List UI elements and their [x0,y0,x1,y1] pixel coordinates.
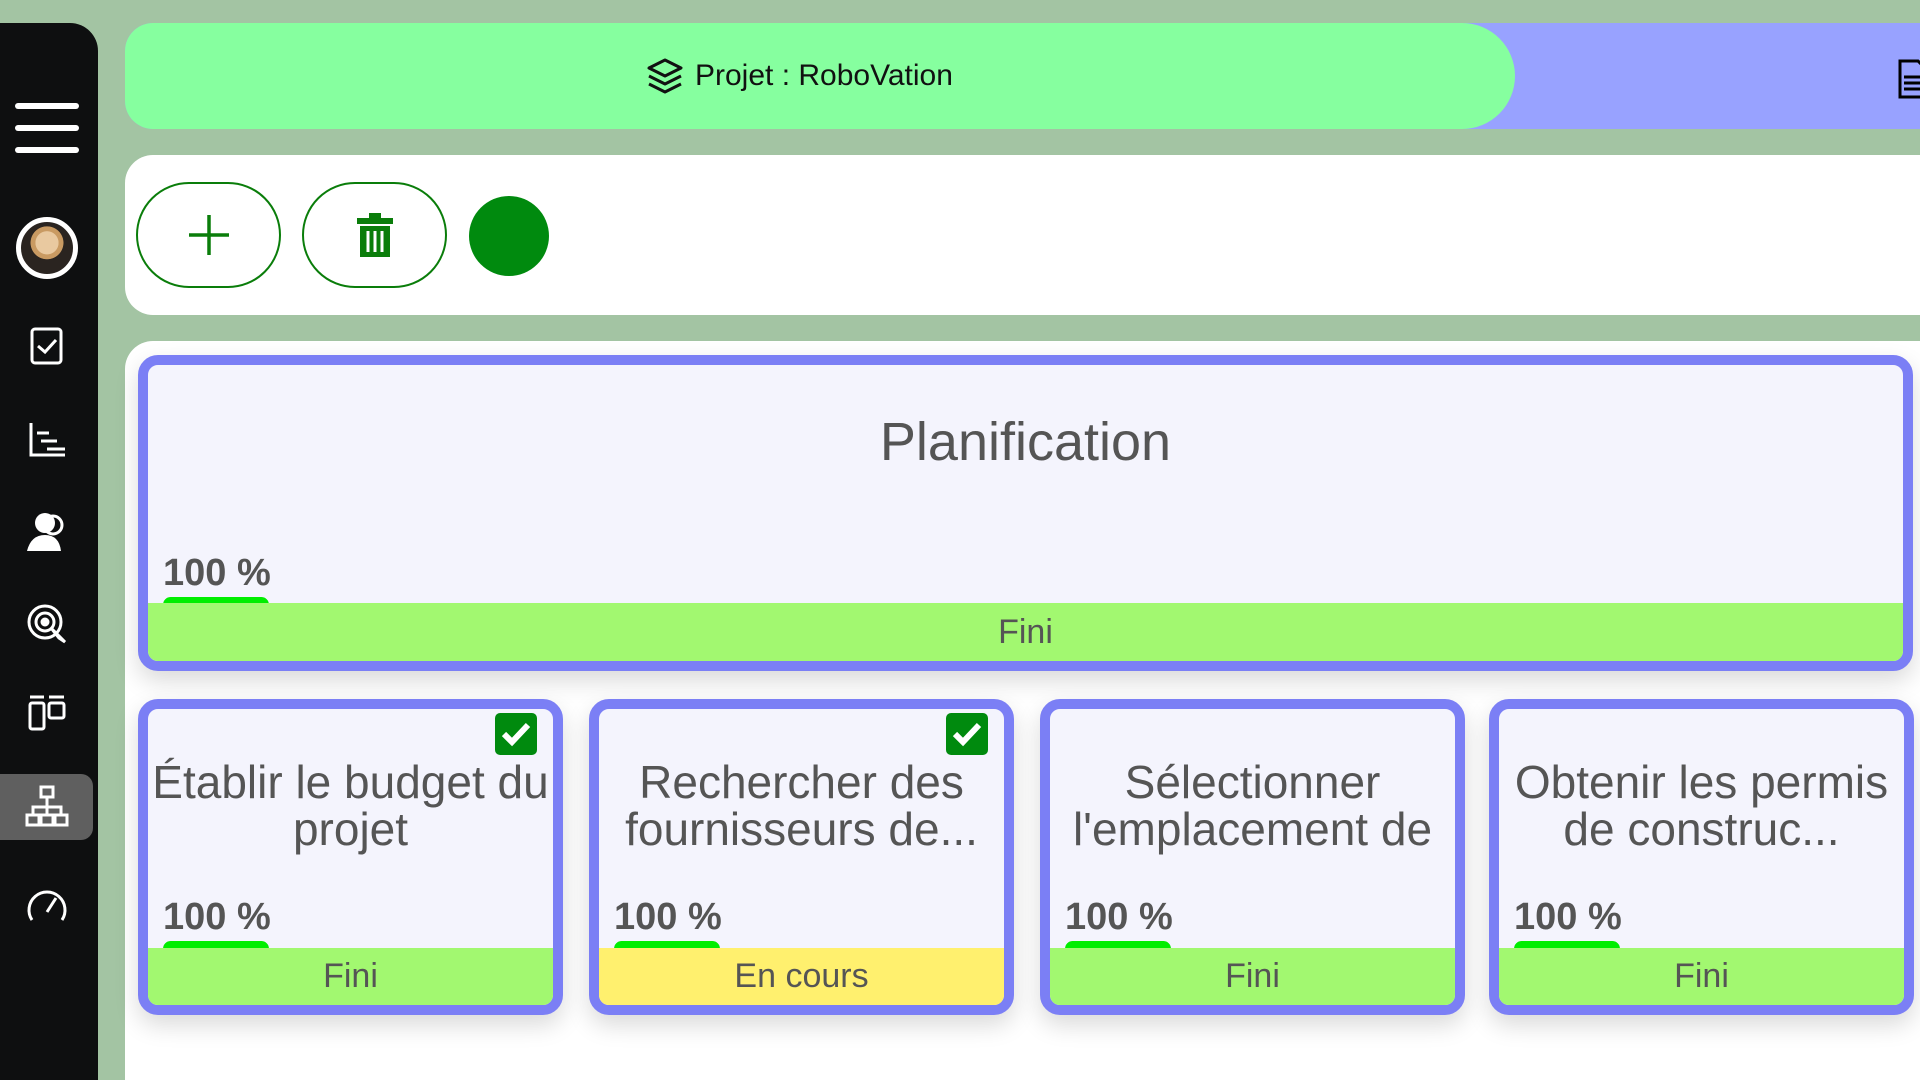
progress-label: 100 % [1514,896,1622,938]
sidebar-item-goals[interactable] [0,591,93,657]
document-icon[interactable] [1898,59,1920,99]
status-indicator-button[interactable] [469,196,549,276]
sidebar-item-gantt[interactable] [0,406,93,472]
layers-icon [647,58,683,94]
status-bar: Fini [148,603,1903,661]
project-title-text: Projet : RoboVation [695,59,953,92]
task-checkbox[interactable] [495,713,537,755]
menu-button[interactable] [0,95,93,161]
progress-label: 100 % [1065,896,1173,938]
checkbox-icon [30,327,62,365]
task-title: Rechercher des fournisseurs de... [625,756,978,856]
progress-label: 100 % [163,552,271,594]
parent-task-card[interactable]: Planification 100 % Fini [138,355,1913,671]
sidebar-item-dashboard[interactable] [0,873,93,939]
toolbar [125,155,1920,315]
sidebar [0,23,98,1080]
progress-label: 100 % [614,896,722,938]
users-icon [26,513,63,551]
status-bar: Fini [1050,948,1455,1005]
profile-button[interactable] [0,215,93,281]
progress-label: 100 % [163,896,271,938]
task-card[interactable]: Établir le budget du projet 100 % Fini [138,699,563,1015]
plus-icon [188,215,229,255]
task-title: Établir le budget du projet [152,756,549,856]
task-title: Obtenir les permis de construc... [1514,756,1889,856]
columns-icon [28,695,65,731]
hierarchy-icon [25,785,68,827]
delete-button[interactable] [302,182,447,288]
project-title-bar [125,23,1515,129]
sidebar-item-tasks[interactable] [0,313,93,379]
add-button[interactable] [136,182,281,288]
project-title: Projet : RoboVation [645,23,953,129]
speedometer-icon [27,890,66,921]
gantt-icon [29,423,65,457]
task-checkbox[interactable] [946,713,988,755]
task-card[interactable]: Rechercher des fournisseurs de... 100 % … [589,699,1014,1015]
project-header: Projet : RoboVation [125,23,1920,129]
status-bar: En cours [599,948,1004,1005]
hamburger-icon [14,103,79,153]
status-bar: Fini [148,948,553,1005]
avatar [15,217,78,279]
status-bar: Fini [1499,948,1904,1005]
task-card[interactable]: Sélectionner l'emplacement de 100 % Fini [1040,699,1465,1015]
check-icon [952,722,982,747]
task-title: Planification [879,412,1172,472]
sidebar-item-hierarchy[interactable] [0,774,93,840]
check-icon [501,722,531,747]
task-title: Sélectionner l'emplacement de [1072,756,1433,856]
sidebar-item-users[interactable] [0,498,93,564]
sidebar-item-board[interactable] [0,681,93,747]
task-card[interactable]: Obtenir les permis de construc... 100 % … [1489,699,1914,1015]
target-icon [27,604,66,644]
trash-icon [356,213,393,257]
